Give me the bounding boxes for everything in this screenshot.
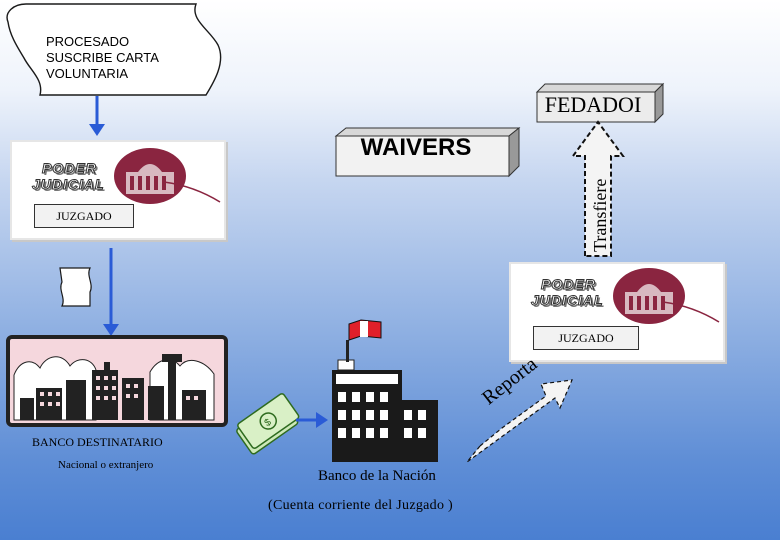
scroll-note-text: PROCESADO SUSCRIBE CARTA VOLUNTARIA (46, 34, 159, 81)
palace-emblem-icon (613, 268, 720, 324)
waivers-box-front (335, 135, 510, 177)
waivers-label: WAIVERS (360, 134, 472, 161)
banco-destinatario-label: BANCO DESTINATARIO (32, 435, 163, 449)
waivers-box-side (508, 126, 520, 178)
banco-nacion-sublabel: (Cuenta corriente del Juzgado ) (268, 498, 454, 513)
fedadoi-box-front (536, 91, 656, 123)
logo-word-poder: PODER (541, 276, 596, 293)
juzgado-label: JUZGADO (533, 326, 639, 350)
logo-word-poder: PODER (42, 160, 97, 177)
city-skyline-icon (13, 354, 215, 421)
juzgado-label: JUZGADO (34, 204, 134, 228)
scroll-note-shape (6, 3, 222, 96)
arrow-head-1 (89, 124, 105, 136)
banco-destinatario-sublabel: Nacional o extranjero (58, 459, 154, 471)
arrow-head-3 (316, 412, 328, 428)
money-bills-icon: $ (236, 393, 300, 455)
svg-text:$: $ (263, 417, 274, 429)
palace-emblem-icon (114, 148, 221, 204)
transfiere-arrow (571, 120, 625, 257)
fedadoi-label: FEDADOI (544, 92, 642, 117)
reporta-arrow (466, 379, 573, 463)
fedadoi-box-top (535, 83, 665, 93)
poder-judicial-card: PODER JUDICIAL JUZGADO (509, 262, 725, 362)
poder-judicial-card: PODER JUDICIAL JUZGADO (10, 140, 226, 240)
banco-nacion-building-icon (332, 319, 438, 462)
logo-word-judicial: JUDICIAL (531, 292, 604, 309)
arrow-head-2 (103, 324, 119, 336)
logo-word-judicial: JUDICIAL (32, 176, 105, 193)
small-scroll-icon (59, 267, 92, 307)
banco-nacion-label: Banco de la Nación (318, 468, 436, 484)
transfiere-label: Transfiere (590, 178, 610, 252)
